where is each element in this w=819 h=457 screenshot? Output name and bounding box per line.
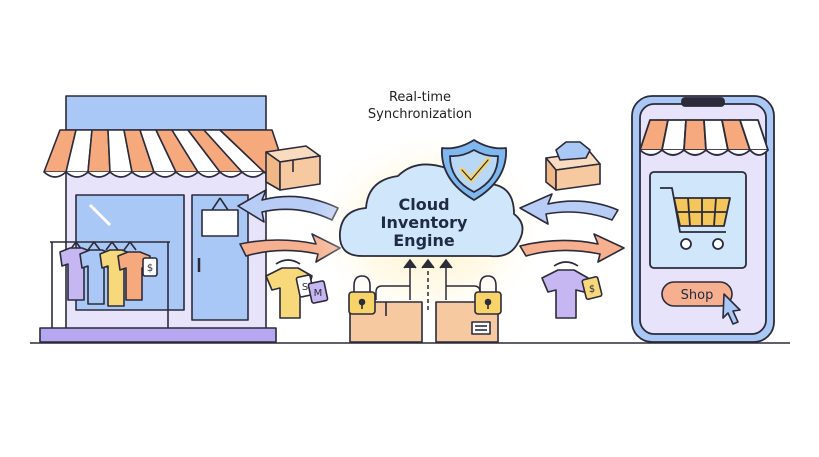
physical-store <box>39 95 287 343</box>
tagged-shirt-right: $ <box>541 261 603 319</box>
door-sign <box>201 209 239 237</box>
security-shield-icon <box>441 139 507 201</box>
cloud-label-line1: Cloud <box>398 195 449 214</box>
package-box-right <box>545 141 601 191</box>
arrow-to-cloud-right <box>519 193 619 225</box>
sync-caption-line2: Synchronization <box>367 107 473 122</box>
store-roof-banner <box>65 95 267 131</box>
shop-button-label: Shop <box>681 288 714 303</box>
phone-awning <box>639 119 769 156</box>
cloud-label-line2: Inventory <box>381 213 469 232</box>
mouse-cursor-icon <box>722 293 741 325</box>
arrow-to-phone <box>519 233 625 263</box>
size-tag-s: S <box>302 282 308 293</box>
store-base <box>39 327 277 343</box>
cloud-label-line3: Engine <box>393 231 455 250</box>
lock-icon-right <box>474 275 502 315</box>
sync-arrows-online <box>519 193 625 263</box>
price-tag-right: $ <box>589 284 595 295</box>
shopping-cart-icon <box>660 187 731 250</box>
size-tag-m: M <box>314 288 323 299</box>
store-awning <box>43 129 287 178</box>
sync-caption-line1: Real-time <box>388 90 452 105</box>
tagged-shirt-left: S M <box>265 259 329 319</box>
rack-price-tag: $ <box>147 263 153 274</box>
package-box-left <box>265 145 321 191</box>
shop-button[interactable]: Shop <box>661 281 733 307</box>
lock-icon-left <box>348 275 376 315</box>
clothing-rack: $ <box>50 241 170 328</box>
